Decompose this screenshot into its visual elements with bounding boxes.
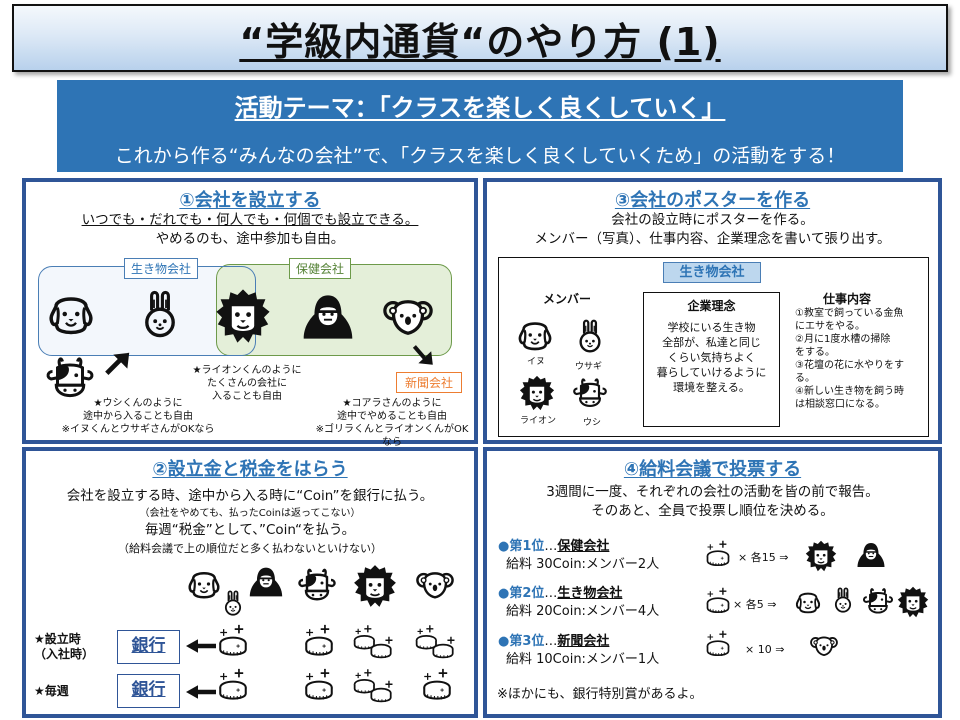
coin-icon	[704, 587, 732, 615]
bank-box-weekly: 銀行	[117, 674, 180, 708]
poster-sample: 生き物会社 メンバー 企業理念 学校にいる生き物 全部が、私達と同じ くらい気持…	[498, 257, 929, 437]
dog-icon-rank	[792, 588, 824, 616]
section3-line1: 会社の設立時にポスターを作る。	[611, 212, 814, 228]
gorilla-icon	[301, 290, 355, 344]
lion-icon-rank	[805, 540, 837, 572]
coins-icon	[414, 624, 458, 660]
rank-3-multiplier: × 10 ⇒	[745, 643, 785, 656]
poster-member-cow: ウシ	[583, 418, 602, 428]
rank-2-salary: 給料 20Coin:メンバー4人	[506, 604, 660, 619]
poster-members-heading: メンバー	[543, 292, 592, 306]
poster-dog-icon	[515, 316, 555, 354]
rank-1-salary: 給料 30Coin:メンバー2人	[506, 557, 660, 572]
section2-line3: 毎週“税金”として、”Coin“を払う。	[144, 522, 356, 538]
panel-fees-taxes: ②設立金と税金をはらう 会社を設立する時、途中から入る時に“Coin”を銀行に払…	[22, 447, 478, 718]
poster-rabbit-icon	[573, 316, 607, 356]
label-news-company: 新聞会社	[396, 372, 462, 393]
coin-icon	[216, 668, 250, 702]
section4-line1: 3週間に一度、それぞれの会社の活動を皆の前で報告。	[546, 484, 879, 500]
gorilla-icon-small	[246, 564, 286, 600]
note-lion: ★ライオンくんのように たくさんの会社に 入ることも自由	[192, 365, 302, 402]
section4-footnote: ※ほかにも、銀行特別賞があるよ。	[497, 687, 703, 702]
rank-3-salary: 給料 10Coin:メンバー1人	[506, 652, 660, 667]
section1-title: ①会社を設立する	[179, 190, 321, 211]
section3-line2: メンバー（写真）、仕事内容、企業理念を書いて張り出す。	[534, 231, 891, 247]
section1-line1: いつでも・だれでも・何人でも・何個でも設立できる。	[81, 212, 419, 228]
arrow-down-right-icon	[412, 344, 436, 368]
poster-lion-icon	[519, 375, 555, 411]
title-box: “学級内通貨“のやり方 (1)	[12, 4, 948, 72]
cow-icon-rank	[862, 586, 894, 618]
section4-line2: そのあと、全員で投票し順位を決める。	[591, 503, 834, 519]
label-health-company: 保健会社	[289, 258, 352, 279]
dog-icon	[46, 289, 96, 339]
page-title: “学級内通貨“のやり方 (1)	[239, 19, 721, 64]
rank-2-heading: ●第2位…生き物会社	[498, 586, 623, 601]
rank-3-heading: ●第3位…新聞会社	[498, 634, 610, 649]
note-koala: ★コアラさんのように 途中でやめることも自由 ※ゴリラくんとライオンくんがOKな…	[315, 398, 469, 448]
poster-cow-icon	[572, 376, 608, 412]
coin-icon	[704, 540, 732, 568]
arrow-up-right-icon	[104, 350, 132, 378]
rabbit-icon-small	[220, 585, 246, 621]
panel-poster: ③会社のポスターを作る 会社の設立時にポスターを作る。 メンバー（写真）、仕事内…	[483, 178, 942, 444]
section1-line2: やめるのも、途中参加も自由。	[155, 231, 345, 247]
coin-icon	[704, 630, 732, 658]
koala-icon-small	[414, 566, 456, 604]
lion-icon	[215, 288, 271, 344]
rank-2-multiplier: × 各5 ⇒	[733, 598, 777, 611]
coin-icon	[216, 624, 250, 658]
rabbit-icon-rank	[830, 584, 856, 616]
panel-salary-vote: ④給料会議で投票する 3週間に一度、それぞれの会社の活動を皆の前で報告。 そのあ…	[483, 447, 942, 718]
label-bio-company: 生き物会社	[124, 258, 199, 279]
row-label-weekly: ★毎週	[34, 684, 69, 698]
dog-icon-small	[184, 566, 224, 602]
rank-1-multiplier: × 各15 ⇒	[738, 551, 789, 564]
section2-line4: （給料会議で上の順位だと多く払わないといけない）	[118, 542, 382, 555]
rabbit-icon	[136, 289, 184, 339]
coin-icon	[420, 668, 454, 702]
poster-member-lion: ライオン	[520, 416, 557, 426]
banner-theme: 活動テーマ：「クラスを楽しく良くしていく」	[234, 94, 726, 122]
poster-member-rabbit: ウサギ	[575, 362, 603, 372]
section2-title: ②設立金と税金をはらう	[152, 459, 348, 480]
lion-icon-rank	[896, 586, 930, 618]
row-label-establish: ★設立時 （入社時）	[34, 632, 95, 661]
banner-subtitle: これから作る“みんなの会社”で、「クラスを楽しく良くしていくため」の活動をする！	[114, 145, 846, 167]
arrow-left-icon	[186, 638, 216, 654]
coin-icon	[302, 668, 336, 702]
section3-title: ③会社のポスターを作る	[614, 190, 811, 211]
poster-member-dog: イヌ	[527, 357, 546, 367]
koala-icon-rank	[808, 632, 840, 660]
coins-icon	[352, 624, 396, 660]
poster-duties-list: ①教室で飼っている金魚 にエサをやる。 ②月に1度水槽の掃除 をする。 ③花壇の…	[795, 308, 904, 410]
coin-icon	[302, 624, 336, 658]
lion-icon-small	[353, 564, 397, 608]
theme-banner: 活動テーマ：「クラスを楽しく良くしていく」 これから作る“みんなの会社”で、「ク…	[57, 80, 903, 172]
poster-philosophy-box: 企業理念 学校にいる生き物 全部が、私達と同じ くらい気持ちよく 暮らしていける…	[643, 292, 780, 427]
arrow-left-icon	[186, 684, 216, 700]
rank-1-heading: ●第1位…保健会社	[498, 539, 610, 554]
koala-icon	[380, 292, 436, 342]
section2-line2: （会社をやめても、払ったCoinは返ってこない）	[139, 508, 361, 519]
gorilla-icon-rank	[855, 540, 887, 570]
poster-company-badge: 生き物会社	[663, 262, 761, 283]
poster-duties-heading: 仕事内容	[823, 292, 872, 306]
note-cow: ★ウシくんのように 途中から入ることも自由 ※イヌくんとウサギさんがOKなら	[61, 398, 215, 435]
cow-icon-small	[297, 566, 337, 606]
section2-line1: 会社を設立する時、途中から入る時に“Coin”を銀行に払う。	[66, 488, 434, 504]
poster-philosophy-heading: 企業理念	[687, 299, 736, 313]
poster-philosophy-text: 学校にいる生き物 全部が、私達と同じ くらい気持ちよく 暮らしていけるように 環…	[656, 321, 767, 394]
coins-icon	[352, 668, 396, 704]
bank-box-establish: 銀行	[117, 630, 180, 664]
section4-title: ④給料会議で投票する	[623, 459, 802, 480]
